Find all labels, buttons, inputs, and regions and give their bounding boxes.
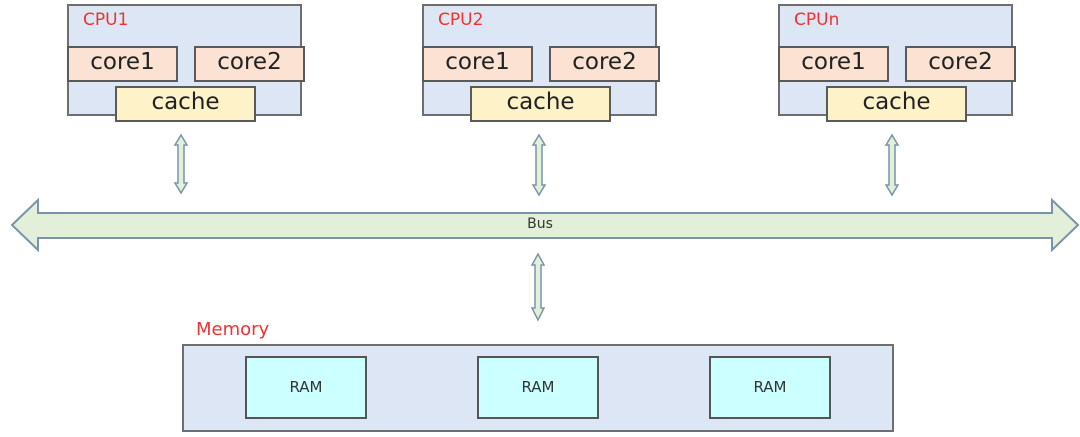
cpu-box: CPU2 core1 core2 cache — [422, 4, 660, 122]
cpu1-bus-connector-icon — [173, 133, 189, 195]
core-box: core1 — [422, 46, 533, 82]
cpu-label: CPU2 — [438, 10, 484, 30]
ram-module: RAM — [245, 356, 367, 419]
bus-arrow — [10, 197, 1080, 253]
cpun-bus-connector-icon — [884, 133, 900, 197]
ram-module: RAM — [709, 356, 831, 419]
core-box: core2 — [905, 46, 1016, 82]
ram-module: RAM — [477, 356, 599, 419]
cache-box: cache — [826, 86, 967, 122]
core-box: core2 — [549, 46, 660, 82]
cache-box: cache — [115, 86, 256, 122]
cache-box: cache — [470, 86, 611, 122]
cpu-box: CPUn core1 core2 cache — [778, 4, 1016, 122]
core-box: core1 — [778, 46, 889, 82]
bus-memory-connector-icon — [530, 252, 546, 322]
cpu-label: CPU1 — [83, 10, 129, 30]
memory-label: Memory — [196, 319, 270, 340]
core-box: core1 — [67, 46, 178, 82]
cpu2-bus-connector-icon — [531, 133, 547, 197]
cpu-box: CPU1 core1 core2 cache — [67, 4, 305, 122]
bus-label: Bus — [527, 216, 553, 232]
core-box: core2 — [194, 46, 305, 82]
cpu-label: CPUn — [794, 10, 840, 30]
